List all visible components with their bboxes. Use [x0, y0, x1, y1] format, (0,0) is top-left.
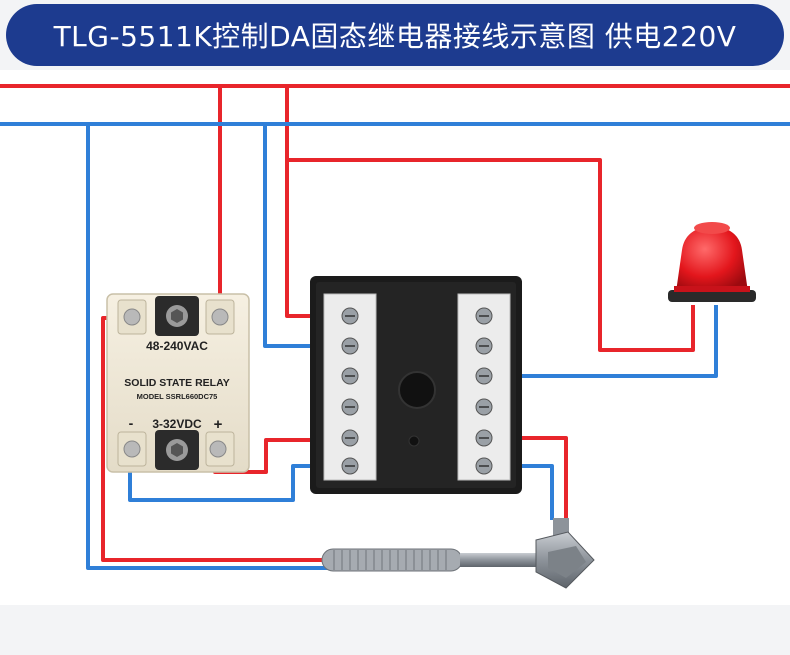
relay-terminal-ac-left: [117, 299, 147, 335]
relay-terminal-ac-right: [205, 299, 235, 335]
controller-led-hole: [408, 435, 420, 447]
heater-probe: [321, 548, 542, 572]
controller-center-hole: [398, 371, 436, 409]
thermocouple-probe-icon: [535, 518, 595, 589]
live-to-alarm: [287, 158, 695, 352]
neutral-to-heater: [86, 124, 330, 570]
relay-terminal-dc-plus: [205, 431, 235, 467]
alarm-lamp-icon: [668, 222, 756, 302]
title-bar: TLG-5511K控制DA固态继电器接线示意图 供电220V: [6, 4, 784, 66]
relay-dc-label: 3-32VDC: [152, 417, 202, 431]
relay-plus-label: +: [214, 416, 223, 433]
temperature-controller: [310, 276, 522, 494]
relay-name: SOLID STATE RELAY: [124, 377, 229, 389]
relay-ac-label: 48-240VAC: [146, 339, 208, 353]
page-title: TLG-5511K控制DA固态继电器接线示意图 供电220V: [53, 20, 737, 53]
relay-terminal-dc-minus: [117, 431, 147, 467]
relay-minus-label: -: [129, 415, 134, 431]
alarm-return: [488, 305, 718, 378]
solid-state-relay: 48-240VAC SOLID STATE RELAY MODEL SSRL66…: [106, 293, 250, 473]
relay-model: MODEL SSRL660DC75: [137, 392, 218, 401]
screw-slots: [345, 315, 489, 467]
